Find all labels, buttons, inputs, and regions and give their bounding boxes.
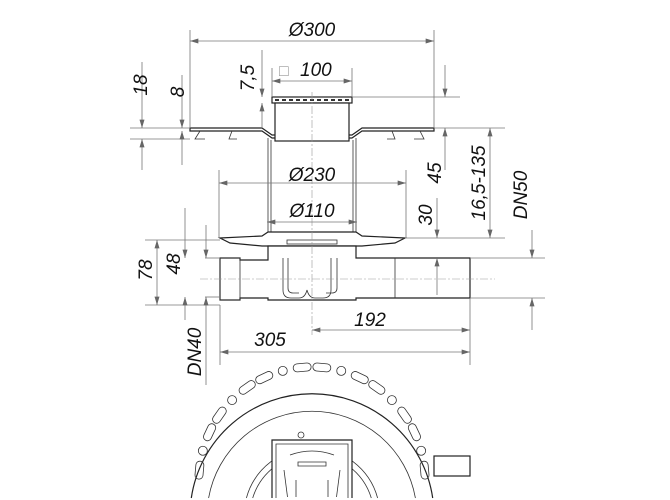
flange-slot (292, 362, 312, 373)
label-tube-diameter: Ø110 (288, 201, 335, 222)
flange-slot (194, 460, 205, 480)
label-outer-diameter: Ø300 (288, 20, 336, 41)
flange-hole (277, 365, 288, 376)
label-grate-size: 100 (300, 60, 332, 81)
label-outlet-size: DN50 (511, 170, 532, 219)
drain-body (219, 245, 471, 301)
flange-slot (238, 380, 256, 395)
flange-slot (419, 460, 430, 480)
elevation-view (189, 92, 495, 335)
grate-plan (271, 439, 353, 498)
plan-view (190, 362, 471, 499)
label-outlet-length: 192 (354, 310, 386, 331)
label-inlet-size: DN40 (185, 327, 206, 376)
flange-hole (336, 365, 347, 376)
flange-hole (227, 395, 237, 405)
label-flange-thickness: 8 (168, 86, 189, 97)
flange-hole (387, 395, 397, 405)
square-symbol: □ (279, 63, 289, 80)
label-upper-height: 45 (425, 162, 446, 184)
label-total-length: 305 (254, 330, 286, 351)
flange-slots (194, 362, 430, 480)
flange-slot (407, 423, 421, 442)
label-grate-offset: 7,5 (238, 64, 259, 91)
flange-slot (212, 406, 227, 424)
outlet-stub (433, 455, 471, 477)
top-flange (189, 127, 435, 139)
dimension-labels: Ø300 100 □ 18 8 7,5 Ø230 Ø110 45 16,5-13… (131, 20, 532, 376)
flange-slot (350, 371, 369, 385)
flange-hole (197, 445, 208, 456)
label-height-range: 16,5-135 (469, 145, 490, 220)
dimension-lines (130, 30, 545, 385)
label-clamp-diameter: Ø230 (288, 165, 336, 186)
label-flange-height: 18 (131, 74, 152, 96)
flange-slot (255, 371, 274, 385)
flange-slot (368, 380, 386, 395)
label-body-height: 78 (136, 259, 157, 281)
label-lower-gap: 30 (416, 204, 437, 226)
label-outlet-height: 48 (164, 253, 185, 275)
flange-hole (416, 445, 427, 456)
flange-inner-circle (208, 410, 416, 499)
flange-slot (203, 423, 217, 442)
flange-slot (312, 362, 332, 373)
flange-slot (397, 406, 412, 424)
